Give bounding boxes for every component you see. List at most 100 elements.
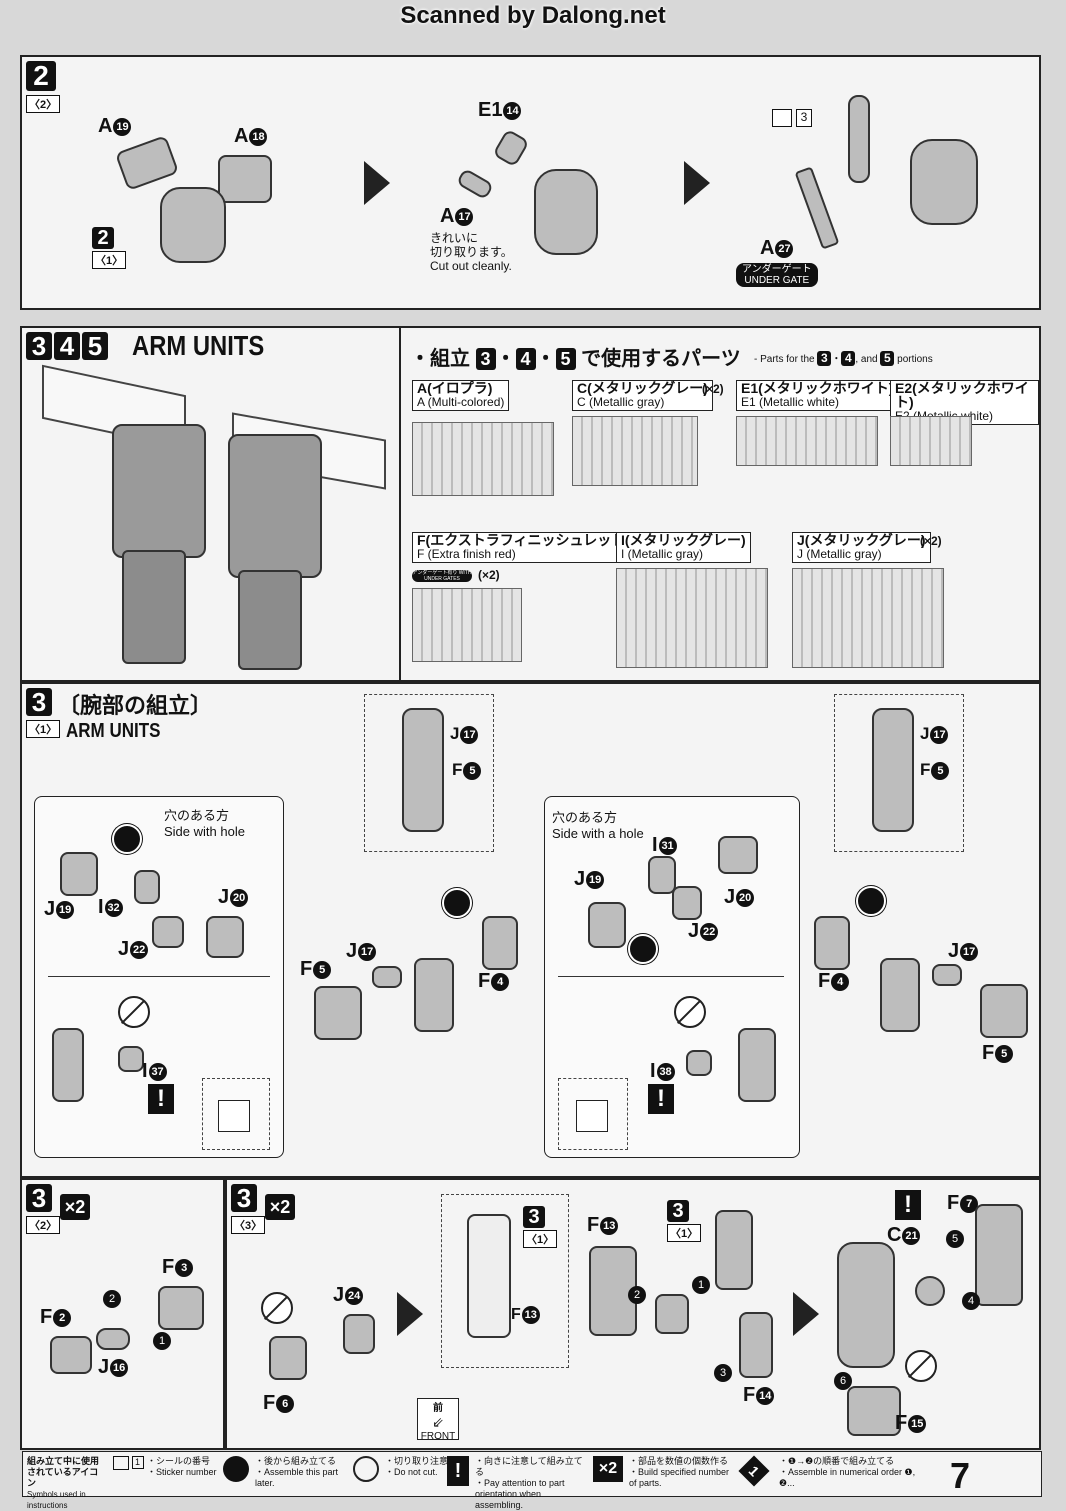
ref-step-number: 3	[667, 1200, 689, 1222]
runner-j	[792, 568, 944, 668]
order-6: 6	[834, 1372, 852, 1390]
runner-c-label: C(メタリックグレー)C (Metallic gray)	[572, 380, 713, 411]
shoulder-part	[160, 187, 226, 263]
assemble-later-icon	[112, 824, 142, 854]
part-e1	[492, 128, 530, 168]
part-j20	[206, 916, 244, 958]
upper-arm-part	[402, 708, 444, 832]
order-1: 1	[153, 1332, 171, 1350]
part-f6	[269, 1336, 307, 1380]
page-number: 7	[950, 1455, 971, 1496]
panel-divider	[399, 328, 401, 680]
step-number: 2	[26, 61, 56, 91]
part-j17	[932, 964, 962, 986]
step-title-jp: 〔腕部の組立〕	[58, 693, 213, 718]
arm-joint-part	[738, 1028, 776, 1102]
step-number: 3	[26, 688, 52, 716]
forearm-assembly	[837, 1242, 895, 1368]
antenna-part	[848, 95, 870, 183]
orientation-warning-icon: !	[148, 1084, 174, 1114]
ref-step-number: 2	[92, 227, 114, 249]
detail-box-front	[441, 1194, 569, 1368]
upper-arm-assembly	[880, 958, 920, 1032]
do-not-cut-icon	[674, 996, 706, 1028]
step-number: 3	[26, 1184, 52, 1212]
part-f4	[814, 916, 850, 970]
part-i38	[686, 1050, 712, 1076]
scan-credit: Scanned by Dalong.net	[400, 2, 666, 29]
legend-order: 1 ・❶→❷の順番で組み立てる・Assemble in numerical or…	[738, 1455, 929, 1492]
shoulder-part-3	[910, 139, 978, 225]
build-count-icon: ×2	[593, 1456, 623, 1482]
arm-assembly	[715, 1210, 753, 1290]
step-sub: 〈2〉	[26, 95, 61, 113]
hole-note-left: 穴のある方 Side with hole	[164, 808, 245, 839]
shoulder-part-2	[534, 169, 598, 255]
runner-e1	[736, 416, 878, 466]
runner-a	[412, 422, 554, 496]
flow-arrow	[793, 1292, 819, 1336]
sticker-icon	[113, 1456, 129, 1470]
legend-sticker: 1 ・シールの番号・Sticker number	[113, 1456, 221, 1492]
joint-part	[655, 1294, 689, 1334]
order-3: 3	[714, 1364, 732, 1382]
part-j17	[372, 966, 402, 988]
runner-j-label: J(メタリックグレー)J (Metallic gray)	[792, 532, 931, 563]
order-5: 5	[946, 1230, 964, 1248]
hole-detail	[218, 1100, 250, 1132]
part-i31	[648, 856, 676, 894]
part-a18	[218, 155, 272, 203]
step-sub: 〈3〉	[231, 1216, 266, 1234]
part-f5	[314, 986, 362, 1040]
runner-i	[616, 568, 768, 668]
part-j22	[672, 886, 702, 920]
part-f15	[847, 1386, 901, 1436]
ref-step-sub: 〈1〉	[667, 1224, 702, 1242]
assemble-later-icon	[223, 1456, 249, 1482]
antenna-a27	[794, 166, 840, 250]
parts-title: ・組立 3・4・5 で使用するパーツ	[410, 348, 741, 370]
order-1: 1	[692, 1276, 710, 1294]
upper-arm-part	[872, 708, 914, 832]
step-sub: 〈1〉	[26, 720, 61, 738]
flow-arrow	[397, 1292, 423, 1336]
forearm-detail	[467, 1214, 511, 1338]
cut-note: きれいに 切り取ります。 Cut out cleanly.	[430, 231, 513, 273]
build-count: ×2	[60, 1194, 90, 1220]
do-not-cut-icon	[118, 996, 150, 1028]
subassembly-divider	[558, 976, 784, 977]
legend-assemble-later: ・後から組み立てる・Assemble this part later.	[223, 1456, 343, 1492]
order-2: 2	[103, 1290, 121, 1308]
detail-box-hole	[558, 1078, 628, 1150]
upper-arm-assembly	[414, 958, 454, 1032]
part-f14	[739, 1312, 773, 1378]
arm-illustration	[32, 364, 392, 674]
step-number: 3	[231, 1184, 257, 1212]
legend-build-count: ×2 ・部品を数値の個数作る・Build specified number of…	[593, 1456, 737, 1492]
